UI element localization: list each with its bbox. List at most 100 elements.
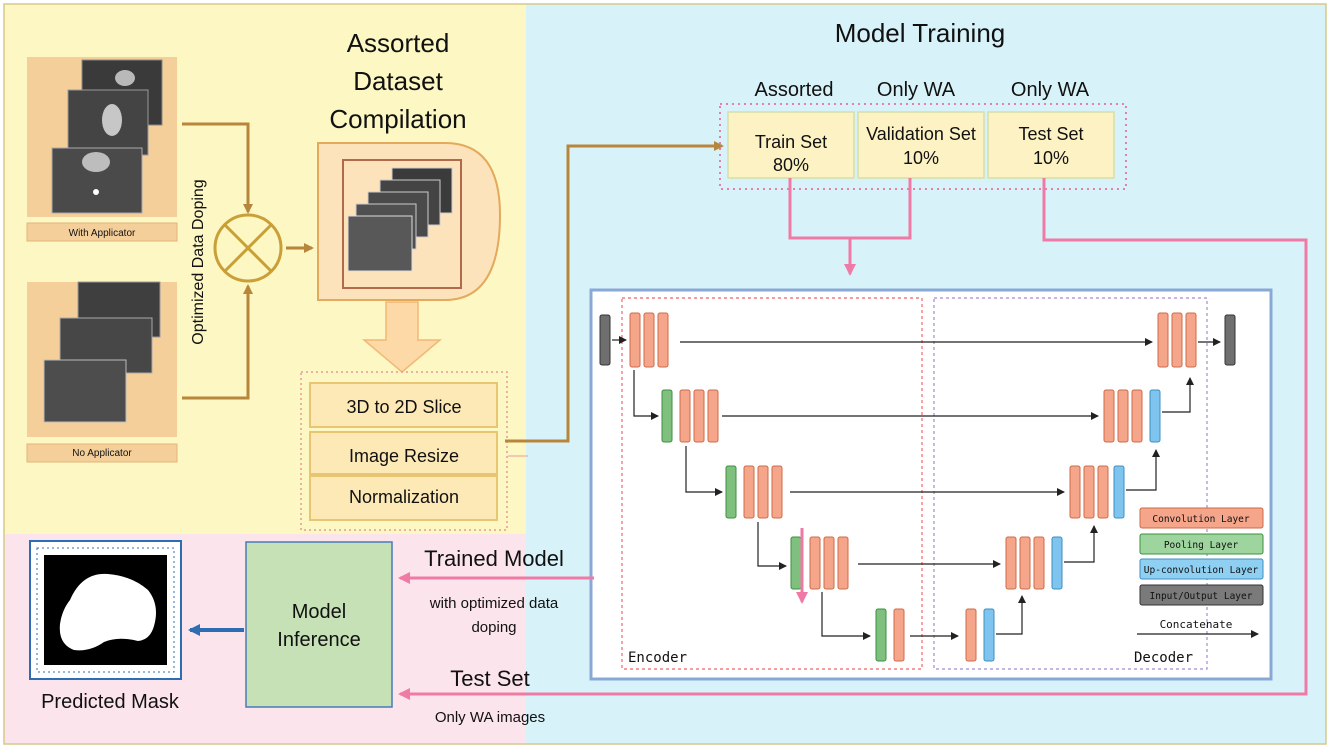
trained-model-sub1: with optimized data [429, 595, 559, 612]
conv-layer [643, 312, 655, 368]
pool-layer [725, 465, 737, 519]
step-slice-box [309, 382, 498, 428]
input-layer [599, 314, 611, 366]
conv-layer [1033, 536, 1045, 590]
split-header-validation: Only WA [877, 79, 956, 101]
preprocess-down-arrow [361, 301, 443, 373]
model-inference-box [245, 541, 393, 708]
unet-connections [612, 336, 1221, 640]
legend-io [1139, 584, 1264, 606]
conv-layer [837, 536, 849, 590]
no-applicator-stack [27, 281, 177, 437]
predicted-mask-shape [59, 573, 156, 651]
test-set-name: Test Set [1018, 124, 1083, 144]
decoder-label: Decoder [1134, 650, 1193, 666]
legend-convolution-text: Convolution Layer [1152, 514, 1250, 525]
conv-layer [707, 389, 719, 443]
with-applicator-label-box [26, 222, 178, 242]
conv-layer [743, 465, 755, 519]
validation-set-pct: 10% [903, 148, 939, 168]
conv-layer [1117, 389, 1129, 443]
split-header-test: Only WA [1011, 79, 1090, 101]
test-set-label: Test Set [450, 666, 529, 691]
step-normalization-box [309, 475, 498, 521]
encoder-label: Encoder [628, 650, 687, 666]
conv-layer [693, 389, 705, 443]
train-set-box [727, 111, 855, 179]
test-set-box [987, 111, 1115, 179]
conv-layer [1005, 536, 1017, 590]
conv-layer [1131, 389, 1143, 443]
upconv-layer [983, 608, 995, 662]
model-inference-line2: Inference [277, 629, 360, 651]
preprocess-to-train-arrow [505, 141, 724, 443]
conv-layer [1019, 536, 1031, 590]
with-applicator-stack [27, 57, 177, 217]
trained-model-sub2: doping [471, 619, 516, 636]
validation-set-name: Validation Set [866, 124, 976, 144]
legend-convolution [1139, 507, 1264, 529]
dataset-title-line3: Compilation [329, 104, 466, 134]
legend-pooling-text: Pooling Layer [1164, 540, 1239, 551]
no-applicator-label-box [26, 443, 178, 463]
upconv-layer [1113, 465, 1125, 519]
train-set-pct: 80% [773, 155, 809, 175]
legend-concatenate-text: Concatenate [1160, 618, 1233, 631]
dataset-title-line2: Dataset [353, 66, 443, 96]
no-applicator-label: No Applicator [72, 448, 132, 459]
test-set-sub: Only WA images [435, 709, 545, 726]
unet-layers [599, 312, 1236, 662]
preprocess-dotted-frame [300, 371, 508, 531]
trained-model-label: Trained Model [424, 546, 564, 571]
step-resize-text: Image Resize [349, 446, 459, 466]
conv-layer [965, 608, 977, 662]
no-applicator-arrow [182, 284, 253, 400]
conv-layer [771, 465, 783, 519]
outer-border [3, 3, 1327, 745]
conv-layer [679, 389, 691, 443]
dataset-slices [347, 167, 453, 272]
pool-layer [661, 389, 673, 443]
train-set-name: Train Set [755, 132, 827, 152]
with-applicator-label: With Applicator [69, 228, 136, 239]
conv-layer [629, 312, 641, 368]
conv-layer [1083, 465, 1095, 519]
conv-layer [893, 608, 905, 662]
training-title: Model Training [835, 18, 1006, 48]
step-normalization-text: Normalization [349, 487, 459, 507]
validation-set-box [857, 111, 985, 179]
upconv-layer [1051, 536, 1063, 590]
model-inference-line1: Model [292, 601, 346, 623]
predicted-mask-inner-frame [36, 547, 175, 673]
upconv-layer [1149, 389, 1161, 443]
with-applicator-arrow [182, 122, 253, 214]
conv-layer [1103, 389, 1115, 443]
legend-upconv [1139, 558, 1264, 580]
split-header-train: Assorted [755, 79, 834, 101]
pool-layer [790, 536, 802, 590]
legend-upconv-text: Up-convolution Layer [1144, 565, 1259, 576]
conv-layer [757, 465, 769, 519]
legend-io-text: Input/Output Layer [1150, 591, 1253, 602]
output-layer [1224, 314, 1236, 366]
doping-label: Optimized Data Doping [190, 179, 207, 344]
dataset-title-line1: Assorted [347, 28, 450, 58]
decoder-frame [933, 297, 1208, 670]
conv-layer [1097, 465, 1109, 519]
conv-layer [1157, 312, 1169, 368]
conv-layer [1185, 312, 1197, 368]
pool-layer [875, 608, 887, 662]
step-slice-text: 3D to 2D Slice [346, 397, 461, 417]
conv-layer [1069, 465, 1081, 519]
legend-pooling [1139, 533, 1264, 555]
test-set-route [398, 178, 1308, 700]
step-resize-box [309, 431, 498, 475]
dataset-frame [342, 159, 462, 289]
test-set-pct: 10% [1033, 148, 1069, 168]
mixer-icon [213, 213, 283, 283]
conv-layer [1171, 312, 1183, 368]
encoder-frame [621, 297, 923, 670]
predicted-mask-label: Predicted Mask [41, 691, 180, 713]
